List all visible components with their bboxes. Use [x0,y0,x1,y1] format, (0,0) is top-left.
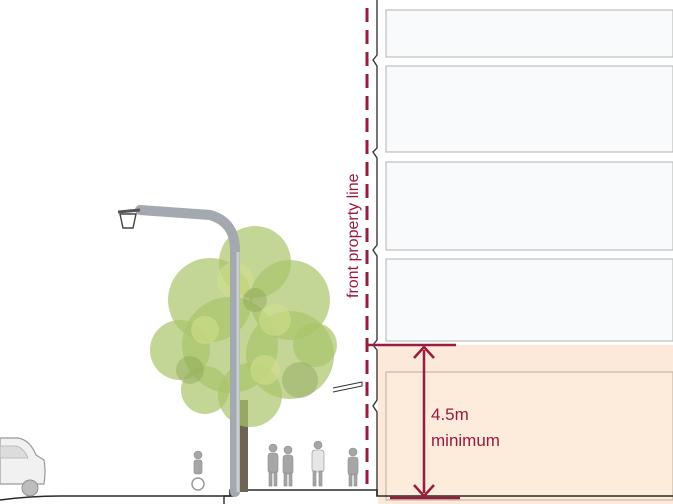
street-tree [150,226,337,492]
height-dimension: 4.5m minimum [366,343,500,500]
dimension-note: minimum [431,431,500,450]
light-arm-cap [117,208,141,214]
building-facade-outline [372,0,378,496]
floor-5 [385,9,673,58]
pedestrians [191,440,359,491]
ground-floor [378,345,673,504]
curb [223,495,234,504]
floor-4 [385,65,673,153]
dimension-arrow-down-icon [413,484,435,498]
parked-car [0,437,46,497]
dimension-arrow-up-icon [413,345,435,359]
light-fixture [119,213,137,229]
ground-line [0,489,673,501]
dimension-value: 4.5m [431,405,469,424]
light-pole [135,205,240,497]
ground-floor-window [385,371,673,501]
floor-2 [385,258,673,342]
property-line-label: front property line [345,173,362,298]
street-light [117,205,240,497]
pedestrian-1 [267,443,279,487]
canopy-leader [332,381,363,393]
tree-canopy-shadows [176,288,318,398]
floor-3 [385,161,673,251]
pedestrian-4 [347,447,359,487]
cyclist-figure [191,450,205,491]
tree-trunk [240,400,248,492]
tree-canopy [150,226,337,427]
upper-floors [385,9,673,342]
tree-canopy-highlights [191,262,291,385]
pedestrian-2 [282,445,294,487]
pedestrian-3 [311,440,325,487]
